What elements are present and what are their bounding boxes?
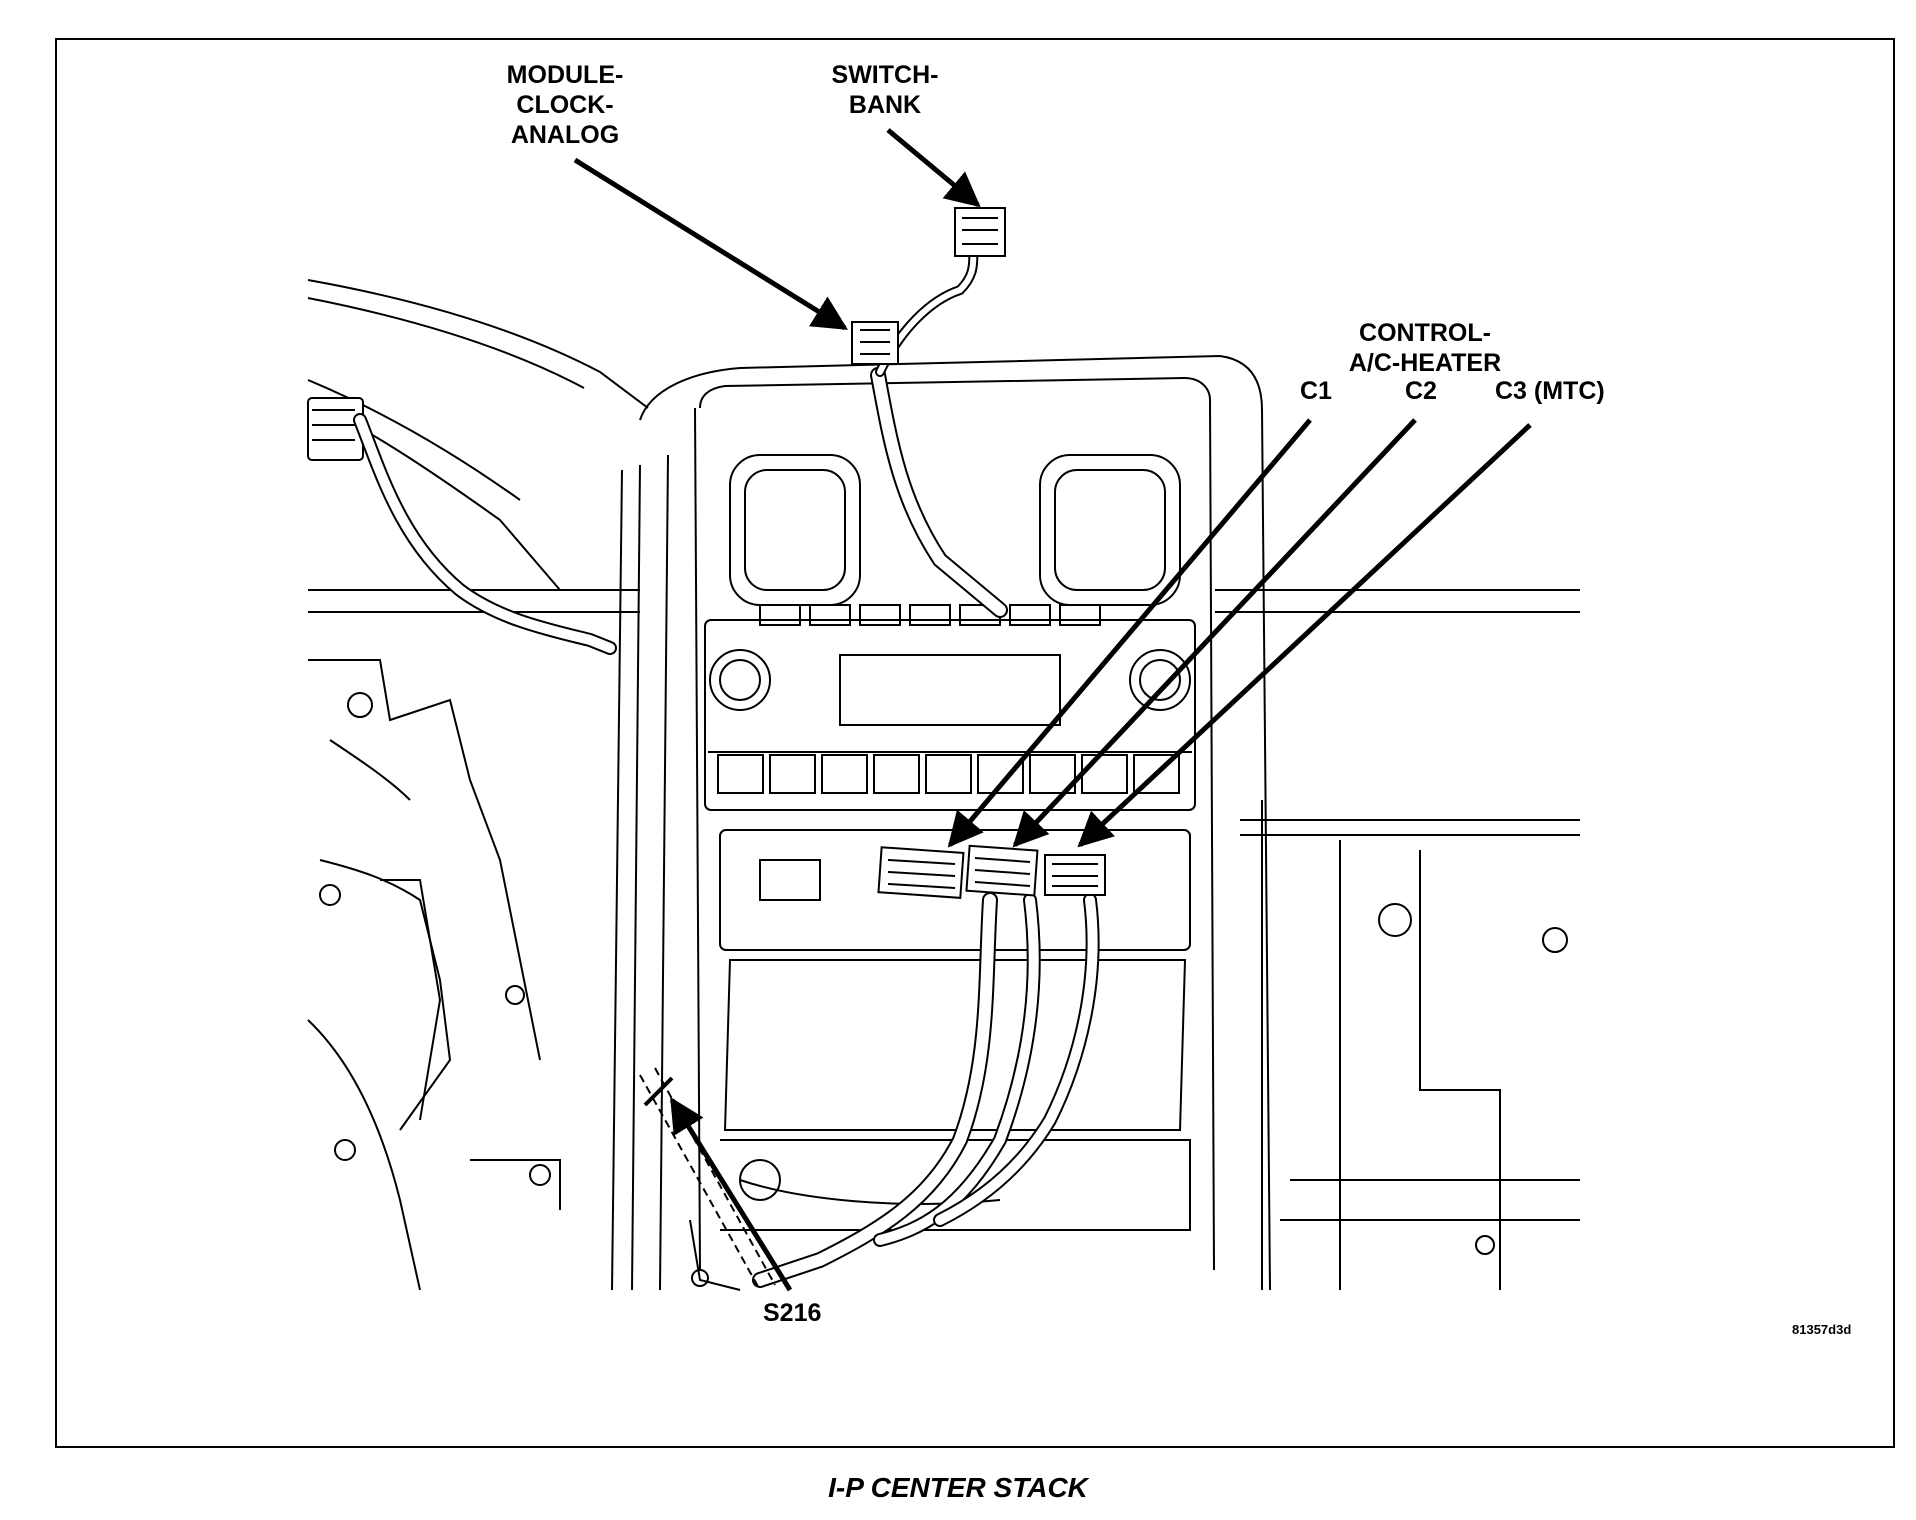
label-line: CLOCK-	[516, 91, 614, 119]
label-line: A/C-HEATER	[1348, 349, 1502, 377]
dash-linework	[307, 279, 1580, 1291]
arrow-c1	[947, 418, 1312, 848]
label-line: CONTROL-	[1359, 319, 1491, 347]
label-line: ANALOG	[510, 121, 620, 149]
arrow-s216	[669, 1097, 793, 1292]
figure-caption: I-P CENTER STACK	[828, 1472, 1088, 1503]
harness-hvac	[752, 844, 1106, 1288]
harness-top	[851, 207, 1008, 618]
label-line: BANK	[848, 91, 922, 119]
label-c2: C2	[1405, 377, 1437, 405]
label-c3: C3 (MTC)	[1495, 377, 1605, 405]
arrow-c3	[1077, 423, 1532, 848]
arrow-c2	[1012, 418, 1417, 848]
leader-arrows	[573, 128, 1532, 1292]
label-line: MODULE-	[506, 61, 624, 89]
label-s216: S216	[763, 1299, 822, 1327]
label-c1: C1	[1300, 377, 1332, 405]
harness-left	[307, 397, 617, 655]
label-module-clock-analog: MODULE- CLOCK- ANALOG	[480, 60, 650, 150]
arrow-module-clock-analog	[573, 157, 848, 331]
label-switch-bank: SWITCH- BANK	[815, 60, 955, 120]
figure-id: 81357d3d	[1792, 1322, 1852, 1337]
diagram-frame	[55, 38, 1895, 1448]
label-control-ac-heater: CONTROL- A/C-HEATER	[1320, 318, 1530, 378]
arrow-switch-bank	[886, 128, 981, 208]
label-line: SWITCH-	[831, 61, 939, 89]
